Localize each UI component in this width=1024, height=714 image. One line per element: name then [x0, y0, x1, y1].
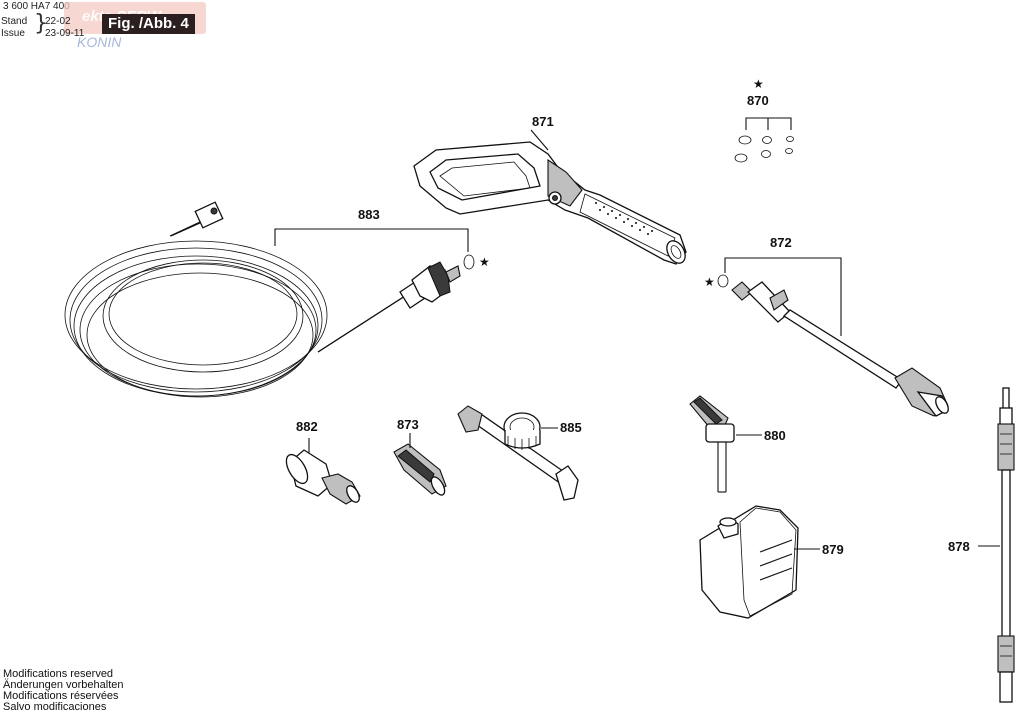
watermark-subtext: KONIN — [77, 34, 122, 50]
label-885: 885 — [560, 420, 582, 435]
detergent-connector-part[interactable] — [457, 405, 579, 501]
star-883: ★ — [479, 255, 490, 269]
o-ring-set-part[interactable] — [734, 135, 794, 163]
turbo-lance-part[interactable] — [997, 387, 1015, 703]
footer-line-en: Modifications reserved — [3, 668, 114, 680]
leader-871 — [530, 129, 549, 151]
star-872: ★ — [704, 275, 715, 289]
stand-label: Stand — [1, 16, 28, 27]
label-870: 870 — [747, 93, 769, 108]
label-878: 878 — [948, 539, 970, 554]
hose-o-ring[interactable] — [463, 254, 475, 270]
leader-872 — [724, 257, 842, 336]
lance-o-ring[interactable] — [717, 274, 729, 288]
label-872: 872 — [770, 235, 792, 250]
issue-label: Issue — [1, 28, 25, 39]
brace-icon: } — [34, 11, 48, 36]
issue-date: 23-09-11 — [45, 28, 85, 39]
label-879: 879 — [822, 542, 844, 557]
modifications-notice: Modifications reserved Änderungen vorbeh… — [3, 669, 123, 713]
stand-date: 22-02 — [45, 16, 71, 27]
footer-line-fr: Modifications réservées — [3, 690, 119, 702]
lance-part[interactable] — [731, 281, 951, 417]
doc-number: 3 600 HA7 400 — [3, 1, 70, 12]
label-871: 871 — [532, 114, 554, 129]
footer-line-es: Salvo modificaciones — [3, 701, 107, 713]
footer-line-de: Änderungen vorbehalten — [3, 679, 124, 691]
label-873: 873 — [397, 417, 419, 432]
leader-883 — [274, 228, 469, 252]
star-870: ★ — [753, 77, 764, 91]
filter-part[interactable] — [393, 443, 447, 497]
label-883: 883 — [358, 207, 380, 222]
suction-tube-part[interactable] — [689, 395, 735, 493]
label-882: 882 — [296, 419, 318, 434]
adapter-part[interactable] — [282, 449, 362, 505]
figure-label: Fig. /Abb. 4 — [102, 14, 195, 34]
hose-part[interactable] — [64, 201, 461, 398]
label-880: 880 — [764, 428, 786, 443]
detergent-tank-part[interactable] — [699, 505, 799, 619]
trigger-gun-part[interactable] — [413, 141, 689, 266]
